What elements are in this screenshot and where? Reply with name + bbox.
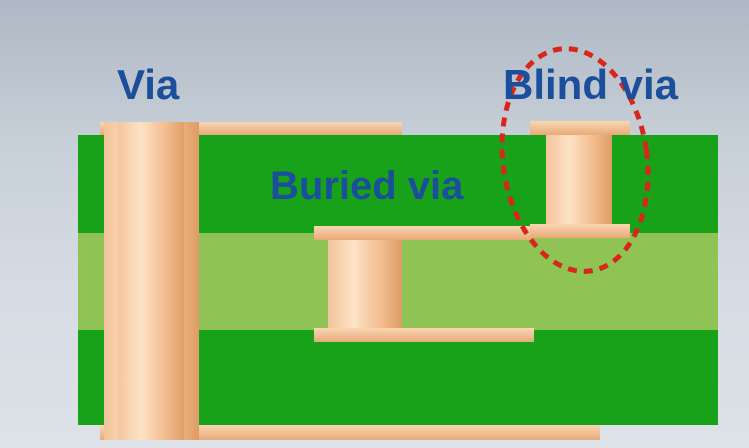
blind-via-bottom-pad <box>530 224 630 238</box>
buried-via-bottom-pad <box>314 328 534 342</box>
blind-via-highlight-ellipse <box>499 46 651 274</box>
via-label: Via <box>117 61 180 108</box>
blind-via <box>530 121 630 238</box>
buried-via-label: Buried via <box>270 164 464 208</box>
buried-via <box>314 226 534 342</box>
bottom-copper-trace <box>100 425 600 440</box>
buried-via-top-pad <box>314 226 534 240</box>
blind-via-label: Blind via <box>503 61 679 108</box>
through-via <box>104 122 199 440</box>
blind-via-top-pad <box>530 121 630 135</box>
